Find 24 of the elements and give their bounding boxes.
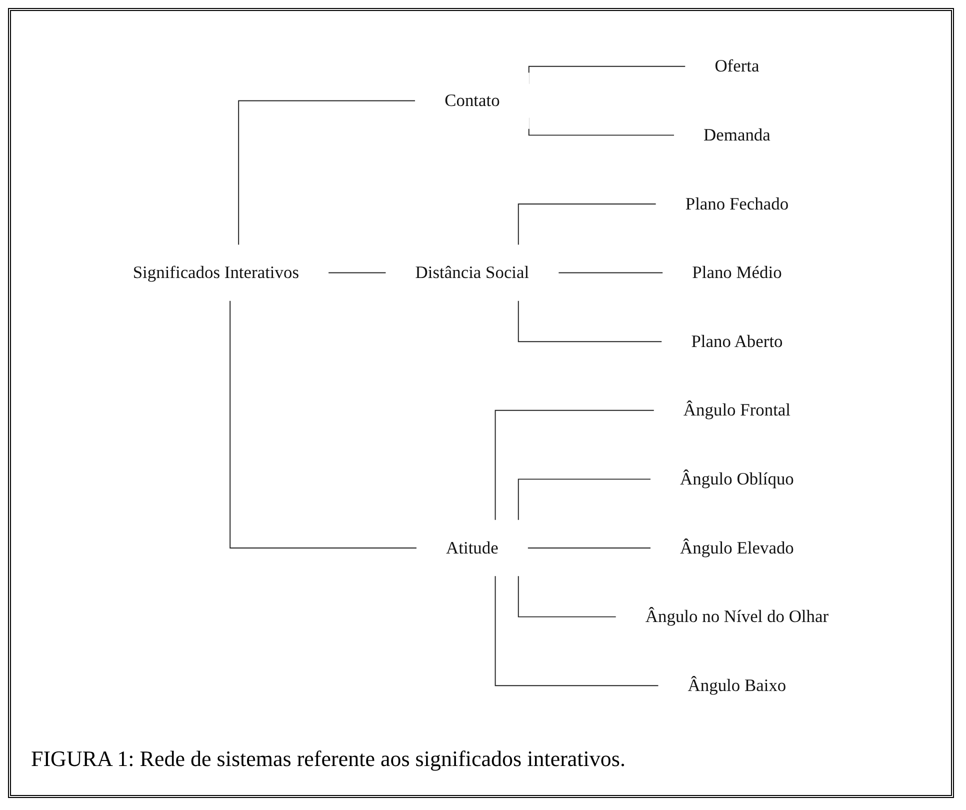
node-text: Demanda: [704, 125, 771, 144]
figure-caption: FIGURA 1: Rede de sistemas referente aos significados interativos.: [31, 746, 626, 772]
node-text: Ângulo Oblíquo: [680, 469, 794, 488]
node-text: Atitude: [446, 538, 499, 558]
connector: [238, 100, 416, 246]
node-text: Significados Interativos: [133, 262, 300, 282]
node-text: Ângulo Frontal: [684, 400, 791, 420]
node-text: Distância Social: [416, 262, 530, 282]
connector: [495, 575, 660, 686]
node-text: Ângulo no Nível do Olhar: [646, 606, 829, 626]
connector: [558, 272, 664, 274]
node-text: Plano Fechado: [686, 194, 789, 214]
node-text: Oferta: [715, 56, 760, 76]
connector: [495, 410, 656, 521]
connector: [328, 272, 387, 274]
node-text: Ângulo Elevado: [680, 538, 794, 558]
connector: [518, 575, 618, 618]
node-text: Plano Médio: [692, 262, 782, 282]
node-text: Plano Aberto: [692, 331, 784, 351]
node-text: Ângulo Baixo: [688, 675, 786, 695]
connector: [230, 300, 418, 548]
connector: [518, 478, 652, 521]
connector: [518, 204, 658, 246]
connector: [518, 300, 663, 342]
